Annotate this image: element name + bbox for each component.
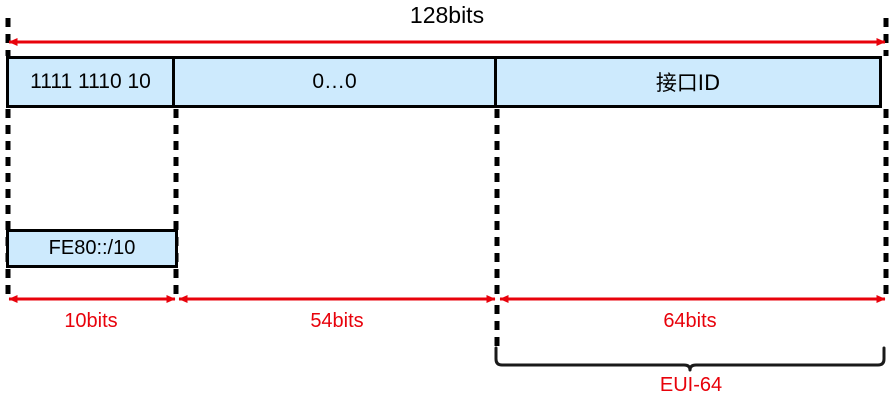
bitfield-cell-interface-id: 接口ID xyxy=(497,59,879,105)
bitfield-cell-zeros: 0…0 xyxy=(175,59,497,105)
dashed-guide-lines xyxy=(5,18,889,352)
measure-label-64bits: 64bits xyxy=(663,310,717,332)
address-bitfield: 1111 1110 10 0…0 接口ID xyxy=(6,56,882,108)
bitfield-cell-prefix: 1111 1110 10 xyxy=(9,59,175,105)
eui64-brace xyxy=(494,346,886,372)
eui64-label: EUI-64 xyxy=(659,374,723,396)
total-length-label: 128bits xyxy=(409,2,485,28)
measure-label-54bits: 54bits xyxy=(310,310,364,332)
link-local-prefix-box: FE80::/10 xyxy=(6,229,178,268)
measure-label-10bits: 10bits xyxy=(64,310,118,332)
